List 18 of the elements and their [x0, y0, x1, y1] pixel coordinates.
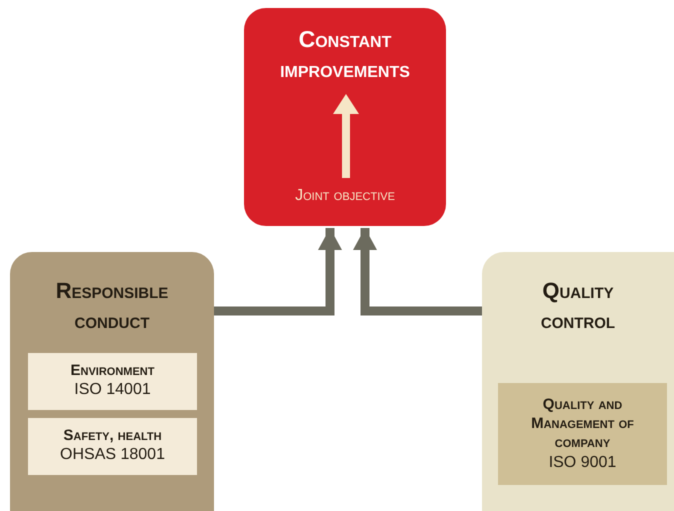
node-subtitle: OHSAS 18001 [59, 445, 166, 464]
node-subtitle: ISO 9001 [548, 453, 618, 473]
node-subtitle: ISO 14001 [73, 380, 152, 399]
node-title: Safety, health [62, 426, 163, 445]
arrow [353, 228, 482, 316]
node-title: Quality and Management of company [530, 395, 635, 452]
standard-box [28, 418, 197, 475]
goal-box [244, 8, 446, 226]
node-title: Responsible conduct [54, 277, 170, 335]
node-title: Environment [70, 361, 156, 380]
category-panel [482, 252, 674, 511]
category-panel [10, 252, 214, 511]
node-title: Quality control [540, 277, 616, 335]
arrow [214, 228, 342, 316]
standard-box [498, 383, 667, 485]
node-subtitle: Joint objective [294, 186, 396, 206]
node-title: Constant improvements [279, 25, 411, 84]
standard-box [28, 353, 197, 410]
